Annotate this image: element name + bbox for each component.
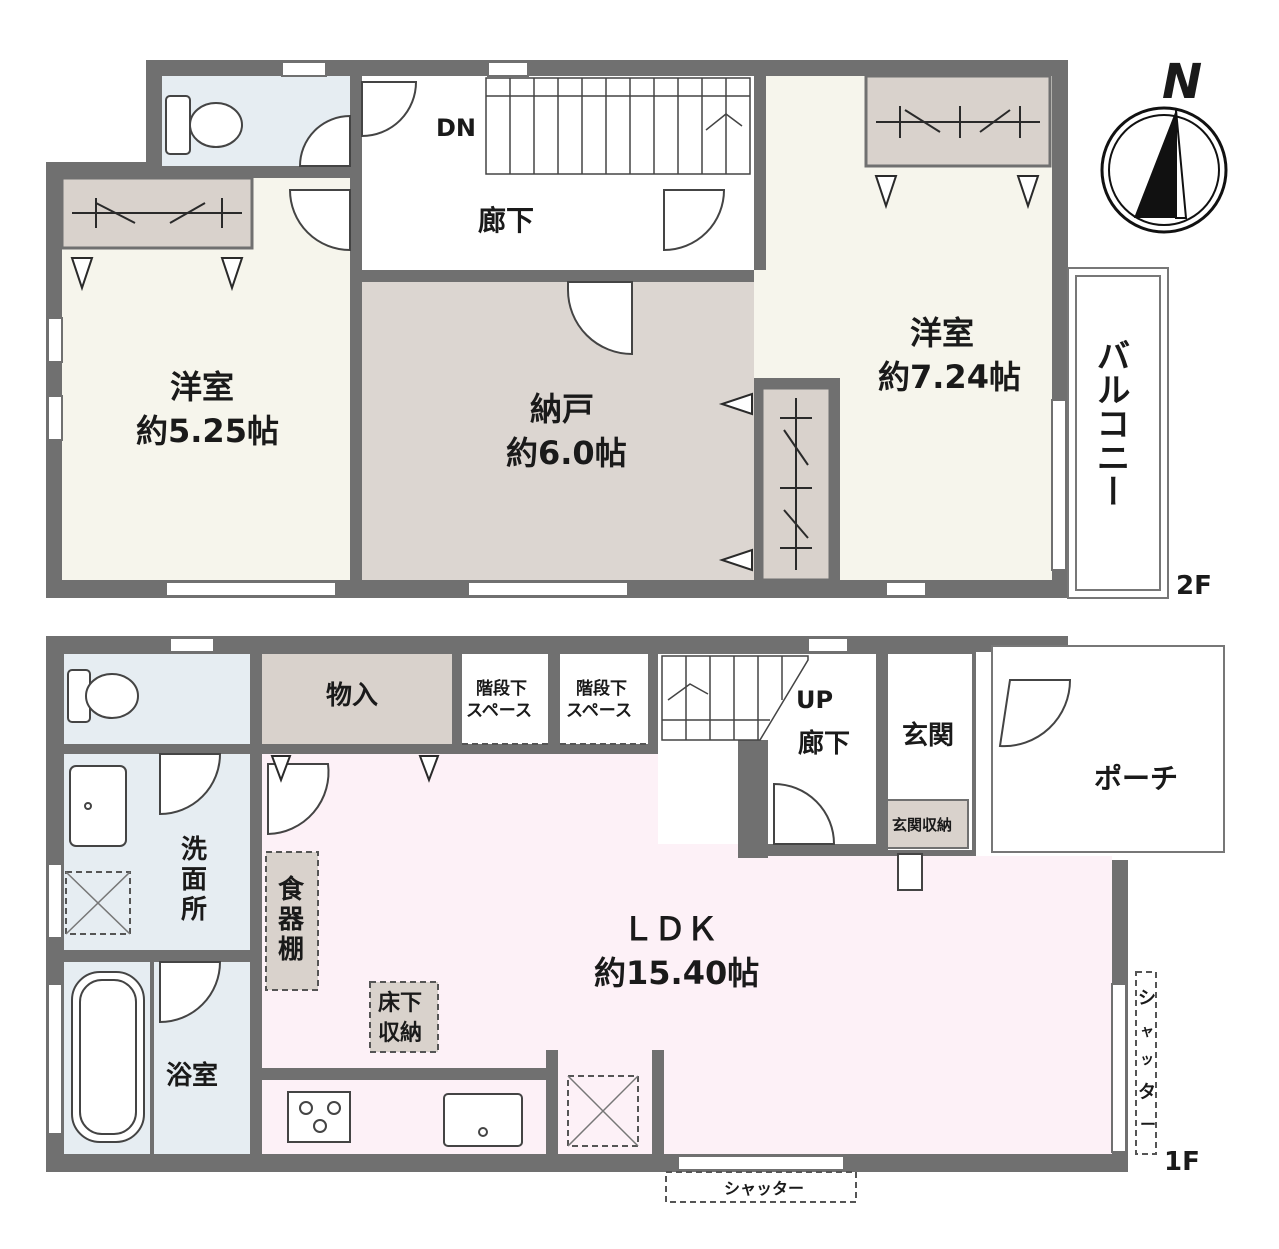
label-storage-name: 納戸 <box>530 390 594 428</box>
porch <box>991 645 1225 853</box>
label-washroom-3: 所 <box>181 895 207 925</box>
stairs-1f <box>661 655 809 741</box>
label-hallway-2f: 廊下 <box>478 204 534 237</box>
label-cupboard-2: 器 <box>277 905 305 935</box>
closet-door-symbols-2f <box>72 106 1040 570</box>
stairs-2f <box>485 77 751 175</box>
floor-1 <box>46 636 1225 1203</box>
door-swings-2f <box>288 81 726 356</box>
room-western-right <box>754 76 1052 580</box>
label-underfloor-2: 収納 <box>378 1020 422 1046</box>
label-cupboard-1: 食 <box>278 874 305 905</box>
label-shutter-side-3: ッ <box>1140 1052 1154 1068</box>
balcony <box>1067 267 1169 599</box>
label-floor-2f: 2F <box>1176 571 1212 601</box>
label-stairs-down: DN <box>436 114 476 142</box>
compass-needle-icon <box>1134 110 1176 218</box>
windows-2f <box>47 61 1067 597</box>
room-under-stairs-1 <box>462 654 548 744</box>
label-under-stairs-1-line1: 階段下 <box>476 678 527 699</box>
cross-marks-1f <box>65 871 639 1147</box>
label-western-left-name: 洋室 <box>170 368 234 406</box>
label-hallway-1f: 廊下 <box>798 728 850 759</box>
label-under-stairs-1-line2: スペース <box>466 701 532 721</box>
hanger-marks-2f <box>70 175 1040 572</box>
label-shutter-side-2: ャ <box>1140 1024 1154 1040</box>
label-balcony: バルコニー <box>1090 338 1130 508</box>
label-stairs-up: UP <box>796 686 833 714</box>
label-closet-1f: 物入 <box>326 681 378 711</box>
sink-icon <box>69 765 127 847</box>
inner-walls-1f <box>150 654 888 1154</box>
compass-north-label: N <box>1162 54 1202 110</box>
room-under-stairs-2 <box>560 654 648 744</box>
label-western-right-size: 約7.24帖 <box>878 358 1021 396</box>
label-bathroom: 浴室 <box>166 1060 218 1091</box>
label-shutter-bottom: シャッター <box>724 1179 804 1198</box>
label-under-stairs-2-line2: スペース <box>566 701 632 721</box>
label-ldk-name: ＬＤＫ <box>622 910 718 948</box>
label-entrance: 玄関 <box>902 720 954 751</box>
floor-2 <box>46 60 1169 599</box>
stove-icon <box>287 1091 351 1143</box>
label-storage-size: 約6.0帖 <box>506 434 627 472</box>
ldk-inner-fill-2 <box>558 1050 652 1154</box>
label-ldk-size: 約15.40帖 <box>594 954 759 992</box>
label-washroom-2: 面 <box>181 865 207 895</box>
room-storage <box>362 282 754 580</box>
dashed-lines-1f <box>65 743 1157 1203</box>
label-western-left-size: 約5.25帖 <box>136 412 279 450</box>
compass <box>1100 106 1228 234</box>
label-washroom-1: 洗 <box>181 835 207 865</box>
label-cupboard-3: 棚 <box>278 935 304 965</box>
windows-1f <box>47 637 1127 1171</box>
label-porch: ポーチ <box>1094 762 1178 795</box>
label-shutter-side-5: ー <box>1140 1115 1156 1134</box>
entrance-storage <box>885 799 969 849</box>
room-closet-1f <box>262 654 452 744</box>
toilet-1f-icon <box>67 669 139 723</box>
label-shutter-side-4: タ <box>1138 1082 1156 1103</box>
hanger-marks-1f <box>270 755 440 783</box>
label-shutter-side-1: シ <box>1138 988 1156 1009</box>
room-ldk <box>262 754 1112 1154</box>
toilet-2f-icon <box>165 95 243 155</box>
label-western-right-name: 洋室 <box>910 314 974 352</box>
door-swings-1f <box>159 679 1072 1024</box>
label-under-stairs-2-line1: 階段下 <box>576 678 627 699</box>
bathtub-icon <box>71 971 145 1143</box>
label-underfloor-1: 床下 <box>378 990 422 1016</box>
label-entrance-storage: 玄関収納 <box>892 816 952 834</box>
label-floor-1f: 1F <box>1164 1147 1200 1177</box>
kitchen-sink-icon <box>443 1093 523 1147</box>
